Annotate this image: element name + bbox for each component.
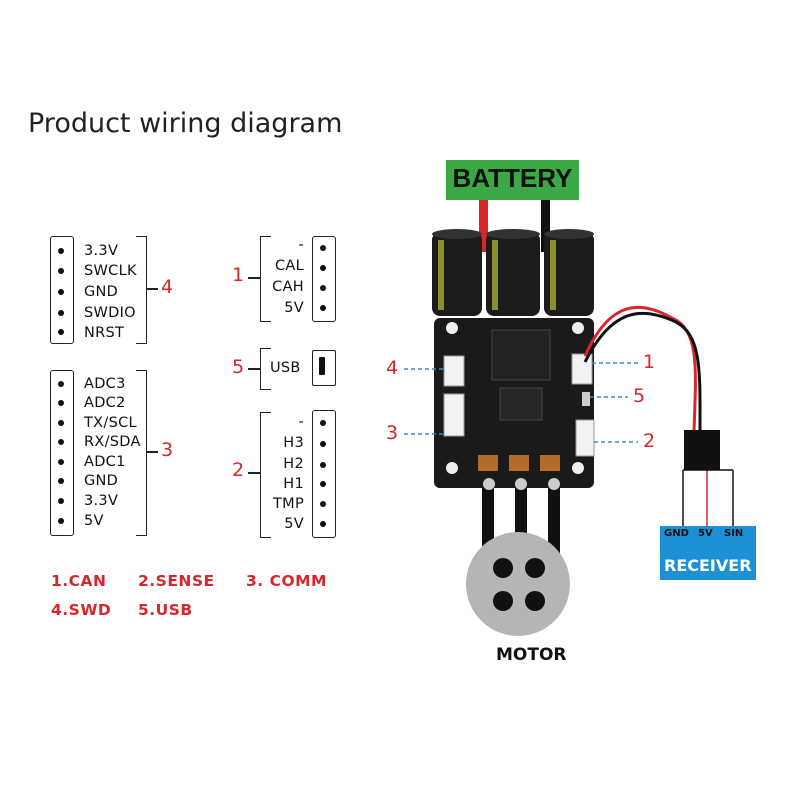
- swd-pin-label: SWCLK: [84, 263, 137, 279]
- receiver-plug: [684, 430, 720, 470]
- pin-dot: [320, 501, 326, 507]
- sense-pin-label: TMP: [272, 496, 304, 512]
- pin-dot: [320, 285, 326, 291]
- bracket-tick: [146, 451, 158, 453]
- pin-dot: [320, 441, 326, 447]
- receiver-red-wire: [583, 305, 697, 433]
- battery-label-bg: [446, 160, 579, 200]
- board-conn-3: [443, 393, 465, 437]
- receiver-label: RECEIVER: [664, 556, 752, 575]
- receiver-black-wire: [583, 311, 702, 433]
- legend-item: 4.SWD: [51, 601, 112, 619]
- pin-dot: [320, 265, 326, 271]
- pin-dot: [320, 305, 326, 311]
- comm-header-box: [50, 370, 74, 536]
- pin-dot: [58, 459, 64, 465]
- pin-dot: [58, 420, 64, 426]
- pin-dot: [58, 289, 64, 295]
- receiver-pin-gnd: GND: [664, 528, 689, 539]
- usb-port-icon: [312, 350, 336, 386]
- can-number: 1: [232, 264, 245, 286]
- bracket-tick: [248, 368, 260, 370]
- usb-label: USB: [270, 360, 301, 376]
- pin-dot: [58, 381, 64, 387]
- pin-dot: [58, 329, 64, 335]
- pin-dot: [320, 521, 326, 527]
- comm-pin-label: 5V: [84, 513, 104, 529]
- pin-dot: [320, 481, 326, 487]
- board-conn-4: [443, 355, 465, 387]
- legend-item: 1.CAN: [51, 572, 107, 590]
- battery-red-wire: [479, 192, 488, 252]
- receiver-pin-5v: 5V: [698, 528, 713, 539]
- can-pin-label: 5V: [284, 300, 304, 316]
- pin-dot: [58, 400, 64, 406]
- sense-pin-label: H2: [283, 456, 304, 472]
- sense-pin-label: H3: [283, 435, 304, 451]
- bracket-tick: [146, 288, 158, 290]
- comm-pin-label: TX/SCL: [84, 415, 137, 431]
- diagram-title: Product wiring diagram: [28, 108, 343, 139]
- pin-dot: [58, 478, 64, 484]
- bracket-tick: [248, 277, 260, 279]
- board-conn-1: [571, 353, 593, 385]
- board-callout-4: 4: [386, 357, 399, 379]
- swd-pin-label: 3.3V: [84, 243, 119, 259]
- battery-label: BATTERY: [452, 163, 573, 193]
- motor-wire: [482, 486, 494, 556]
- sense-pin-label: 5V: [284, 516, 304, 532]
- legend-item: 3. COMM: [246, 572, 327, 590]
- motor-wire: [548, 486, 560, 556]
- swd-pin-label: GND: [84, 284, 119, 300]
- sense-pin-label: -: [298, 414, 304, 430]
- board-usb: [582, 392, 590, 406]
- pin-dot: [58, 498, 64, 504]
- comm-pin-label: ADC2: [84, 395, 126, 411]
- can-pin-label: -: [298, 237, 304, 253]
- pin-dot: [58, 518, 64, 524]
- mcu-chip: [491, 329, 551, 381]
- receiver-body: [660, 526, 756, 580]
- sense-bracket: [260, 412, 271, 538]
- board-callout-5: 5: [633, 385, 646, 407]
- can-pin-label: CAH: [272, 279, 304, 295]
- capacitors: [432, 229, 594, 316]
- comm-pin-label: ADC3: [84, 376, 126, 392]
- can-bracket: [260, 236, 271, 322]
- pin-dot: [58, 439, 64, 445]
- usb-bracket: [260, 348, 271, 390]
- pin-dot: [58, 248, 64, 254]
- motor-label: MOTOR: [496, 645, 567, 665]
- comm-number: 3: [161, 439, 174, 461]
- legend-item: 5.USB: [138, 601, 193, 619]
- swd-pin-label: NRST: [84, 325, 125, 341]
- pin-dot: [320, 420, 326, 426]
- usb-number: 5: [232, 356, 245, 378]
- motor-body: [466, 532, 570, 636]
- board-callout-3: 3: [386, 422, 399, 444]
- pin-dot: [320, 245, 326, 251]
- sense-header-box: [312, 410, 336, 538]
- pin-dot: [58, 268, 64, 274]
- board-callout-2: 2: [643, 430, 656, 452]
- comm-pin-label: ADC1: [84, 454, 126, 470]
- sense-pin-label: H1: [283, 476, 304, 492]
- receiver-pin-sin: SIN: [724, 528, 744, 539]
- board-conn-2: [575, 419, 595, 457]
- pin-dot: [320, 462, 326, 468]
- bracket-tick: [248, 472, 260, 474]
- pin-dot: [58, 310, 64, 316]
- sense-number: 2: [232, 459, 245, 481]
- legend-item: 2.SENSE: [138, 572, 215, 590]
- comm-pin-label: 3.3V: [84, 493, 119, 509]
- comm-pin-label: GND: [84, 473, 119, 489]
- battery-black-wire: [541, 192, 550, 252]
- board-callout-1: 1: [643, 351, 656, 373]
- swd-pin-label: SWDIO: [84, 305, 136, 321]
- comm-pin-label: RX/SDA: [84, 434, 141, 450]
- swd-number: 4: [161, 276, 174, 298]
- can-pin-label: CAL: [274, 258, 304, 274]
